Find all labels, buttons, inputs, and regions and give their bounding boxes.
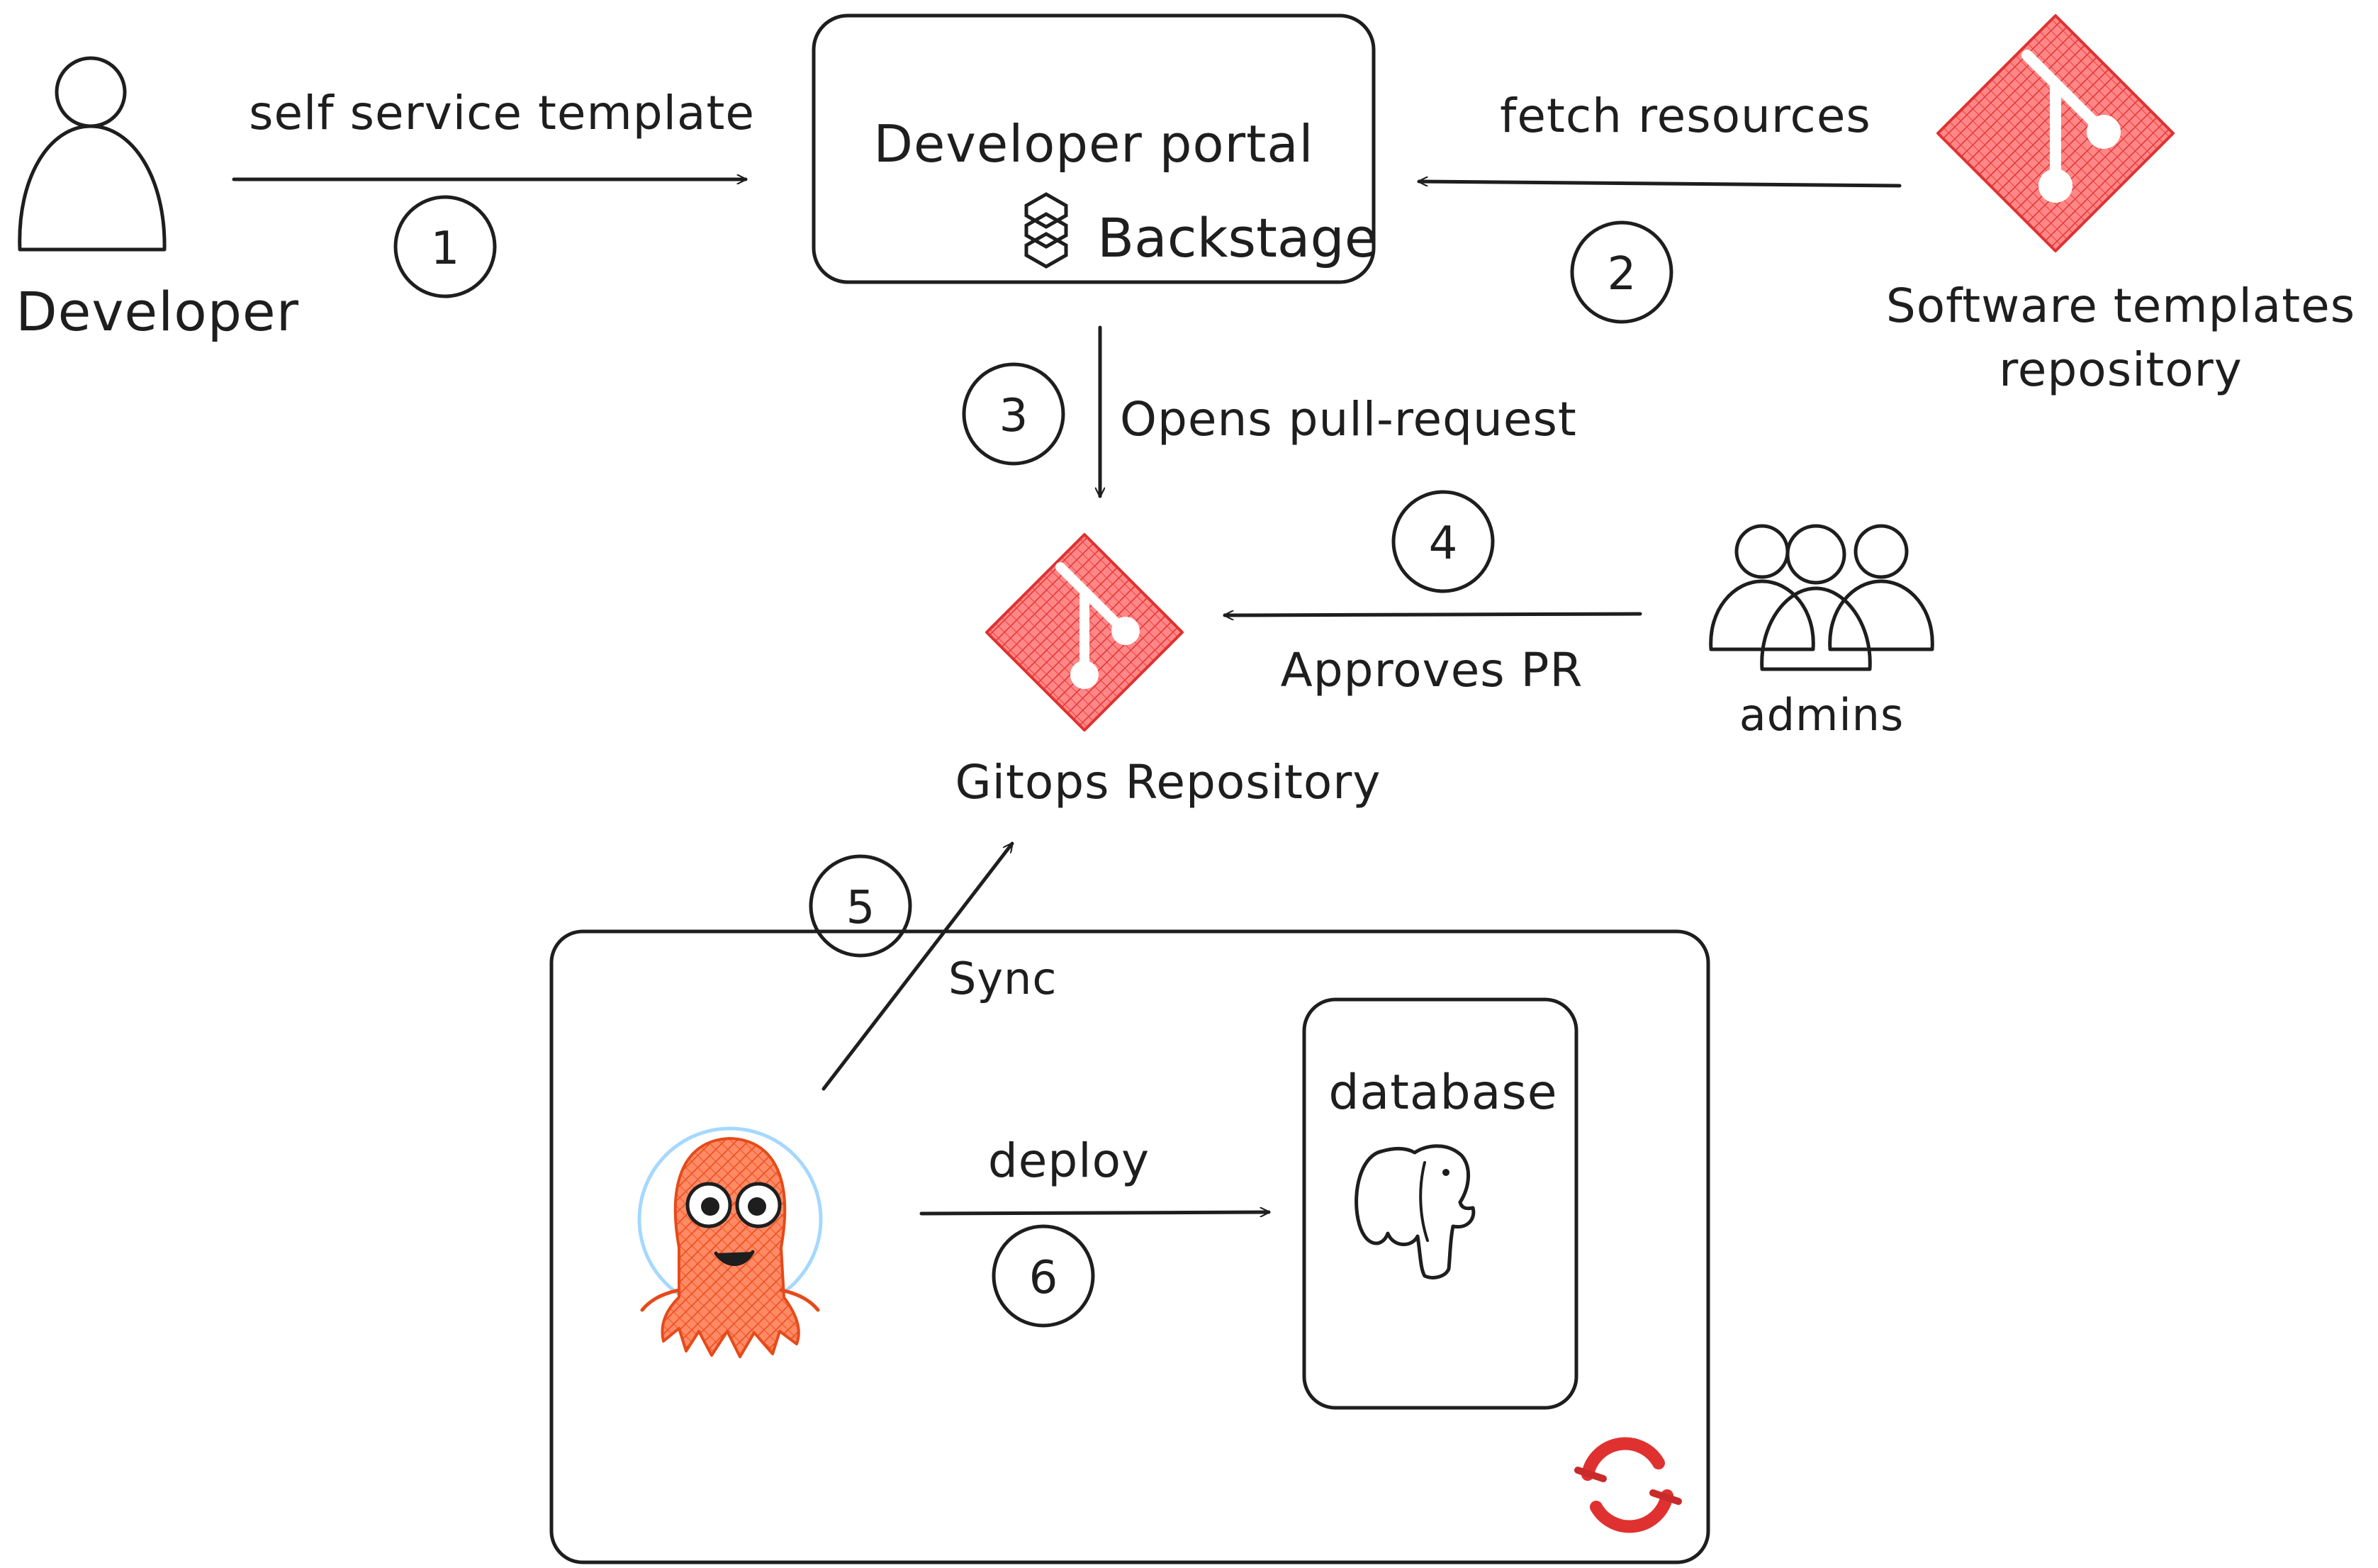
gitops-repo-label: Gitops Repository xyxy=(955,755,1381,810)
edge-1-label: self service template xyxy=(249,86,755,140)
templates-repo-node: Software templates repository xyxy=(1886,14,2355,397)
svg-text:2: 2 xyxy=(1608,248,1637,301)
edge-3-label: Opens pull-request xyxy=(1120,392,1577,447)
backstage-logo-icon xyxy=(1024,192,1068,269)
openshift-icon xyxy=(1574,1437,1682,1533)
edge-approves-pr: 4 Approves PR xyxy=(1223,490,1642,698)
portal-title: Developer portal xyxy=(874,114,1314,174)
gitops-repo-node: Gitops Repository xyxy=(955,533,1381,810)
person-icon xyxy=(18,56,167,252)
edge-fetch-resources: fetch resources 2 xyxy=(1417,89,1902,324)
step-2-badge: 2 xyxy=(1570,220,1673,324)
edge-self-service: self service template 1 xyxy=(232,86,755,298)
edge-6-arrow xyxy=(919,1212,1271,1214)
edge-pull-request: 3 Opens pull-request xyxy=(962,325,1577,498)
edge-2-arrow xyxy=(1417,181,1902,188)
postgres-elephant-icon xyxy=(1355,1144,1476,1279)
step-6-badge: 6 xyxy=(992,1224,1095,1328)
edge-6-label: deploy xyxy=(988,1133,1150,1188)
step-1-badge: 1 xyxy=(393,195,497,298)
admins-label: admins xyxy=(1739,689,1905,741)
edge-4-label: Approves PR xyxy=(1281,643,1583,698)
backstage-brand: Backstage xyxy=(1097,206,1377,269)
svg-text:5: 5 xyxy=(846,882,875,934)
svg-text:6: 6 xyxy=(1029,1252,1058,1304)
edge-5-arrow xyxy=(821,844,1014,1091)
edge-2-label: fetch resources xyxy=(1500,89,1871,143)
edge-deploy: deploy 6 xyxy=(919,1133,1271,1328)
cluster-container xyxy=(549,929,1710,1564)
argo-octopus-icon xyxy=(637,1126,823,1358)
svg-text:3: 3 xyxy=(999,390,1028,442)
admins-node: admins xyxy=(1709,524,1934,741)
step-5-badge: 5 xyxy=(809,854,912,958)
svg-text:1: 1 xyxy=(431,223,460,275)
edge-sync: 5 Sync xyxy=(809,844,1057,1091)
step-4-badge: 4 xyxy=(1391,490,1495,593)
git-icon xyxy=(1936,14,2175,252)
developer-portal-node: Developer portal Backstage xyxy=(812,13,1377,284)
database-label: database xyxy=(1328,1065,1557,1121)
database-node: database xyxy=(1302,997,1578,1410)
step-3-badge: 3 xyxy=(962,362,1065,466)
edge-5-label: Sync xyxy=(948,953,1057,1004)
developer-label: Developer xyxy=(16,280,299,343)
edge-4-arrow xyxy=(1223,614,1642,615)
developer-node: Developer xyxy=(16,56,299,343)
svg-text:4: 4 xyxy=(1429,517,1458,570)
templates-repo-label-2: repository xyxy=(1999,342,2243,397)
templates-repo-label-1: Software templates xyxy=(1886,279,2355,333)
git-icon xyxy=(985,533,1184,732)
admins-group-icon xyxy=(1709,524,1934,671)
